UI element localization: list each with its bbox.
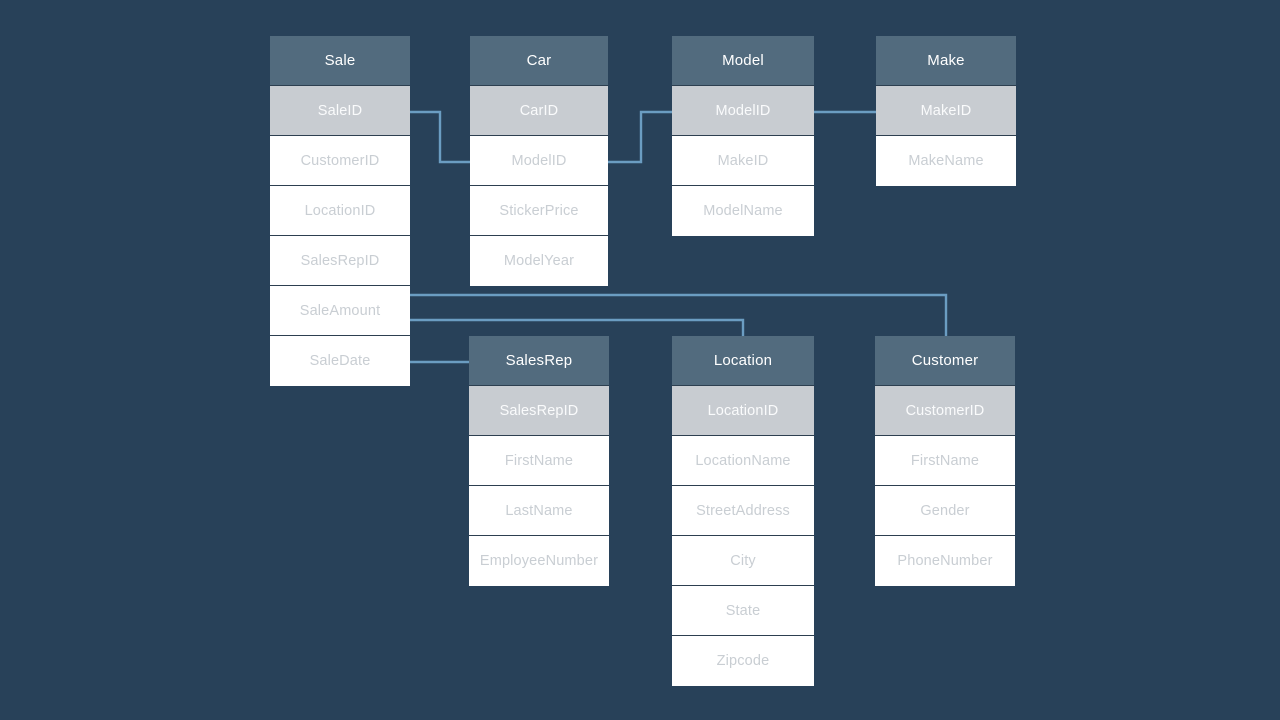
entity-title-salesrep: SalesRep	[469, 336, 609, 386]
field-salesrep-lastname[interactable]: LastName	[469, 486, 609, 536]
entity-title-model: Model	[672, 36, 814, 86]
entity-title-location: Location	[672, 336, 814, 386]
field-location-streetaddress[interactable]: StreetAddress	[672, 486, 814, 536]
field-car-modelid[interactable]: ModelID	[470, 136, 608, 186]
field-sale-customerid[interactable]: CustomerID	[270, 136, 410, 186]
field-sale-saledate[interactable]: SaleDate	[270, 336, 410, 386]
entity-title-sale: Sale	[270, 36, 410, 86]
field-car-stickerprice[interactable]: StickerPrice	[470, 186, 608, 236]
field-location-zipcode[interactable]: Zipcode	[672, 636, 814, 686]
connector-model-car	[608, 110, 672, 164]
entity-title-car: Car	[470, 36, 608, 86]
field-location-state[interactable]: State	[672, 586, 814, 636]
primary-key-field-make-makeid[interactable]: MakeID	[876, 86, 1016, 136]
field-sale-saleamount[interactable]: SaleAmount	[270, 286, 410, 336]
field-salesrep-firstname[interactable]: FirstName	[469, 436, 609, 486]
field-customer-phonenumber[interactable]: PhoneNumber	[875, 536, 1015, 586]
field-customer-firstname[interactable]: FirstName	[875, 436, 1015, 486]
field-sale-salesrepid[interactable]: SalesRepID	[270, 236, 410, 286]
field-location-locationname[interactable]: LocationName	[672, 436, 814, 486]
field-salesrep-employeenumber[interactable]: EmployeeNumber	[469, 536, 609, 586]
primary-key-field-sale-saleid[interactable]: SaleID	[270, 86, 410, 136]
primary-key-field-location-locationid[interactable]: LocationID	[672, 386, 814, 436]
field-sale-locationid[interactable]: LocationID	[270, 186, 410, 236]
primary-key-field-salesrep-salesrepid[interactable]: SalesRepID	[469, 386, 609, 436]
field-make-makename[interactable]: MakeName	[876, 136, 1016, 186]
field-model-makeid[interactable]: MakeID	[672, 136, 814, 186]
connector-sale-location	[410, 318, 745, 336]
field-location-city[interactable]: City	[672, 536, 814, 586]
entity-title-make: Make	[876, 36, 1016, 86]
field-model-modelname[interactable]: ModelName	[672, 186, 814, 236]
field-car-modelyear[interactable]: ModelYear	[470, 236, 608, 286]
primary-key-field-customer-customerid[interactable]: CustomerID	[875, 386, 1015, 436]
field-customer-gender[interactable]: Gender	[875, 486, 1015, 536]
primary-key-field-model-modelid[interactable]: ModelID	[672, 86, 814, 136]
entity-title-customer: Customer	[875, 336, 1015, 386]
connector-sale-customer	[410, 293, 948, 336]
primary-key-field-car-carid[interactable]: CarID	[470, 86, 608, 136]
connector-car-sale	[408, 110, 470, 164]
